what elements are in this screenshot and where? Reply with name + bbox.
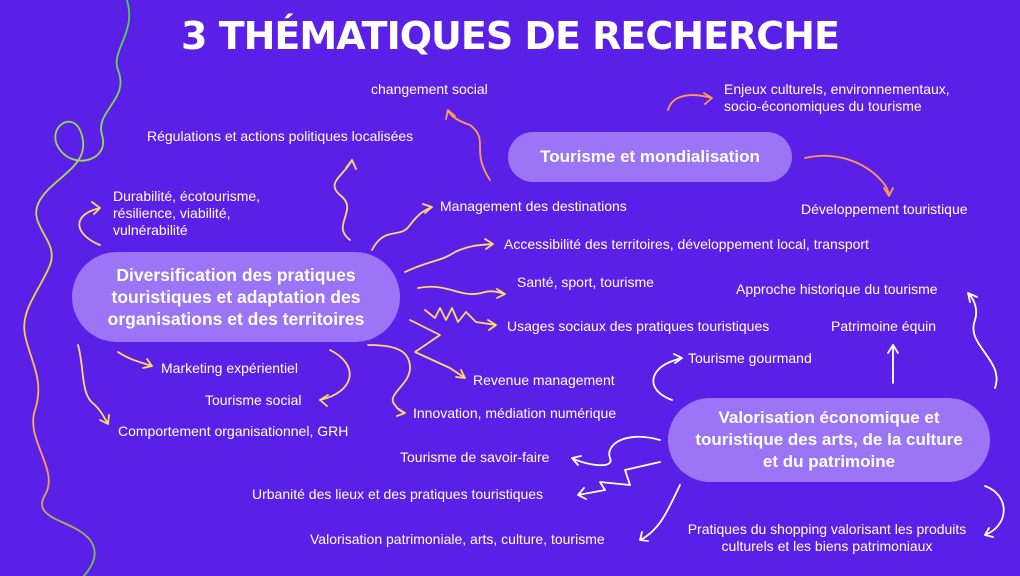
arrow-to-accessibilite xyxy=(404,238,494,273)
topic-innovation: Innovation, médiation numérique xyxy=(413,405,617,421)
arrow-to-regulations xyxy=(333,159,357,241)
topic-enjeux: Enjeux culturels, environnementaux, soci… xyxy=(724,81,950,114)
arrow-to-durabilite xyxy=(78,201,101,246)
arrow-to-innovation xyxy=(367,344,411,417)
arrow-to-gourmand xyxy=(652,353,683,401)
theme-diversification: Diversification des pratiques touristiqu… xyxy=(72,252,400,342)
topic-approche: Approche historique du tourisme xyxy=(736,281,938,297)
squiggle-decoration xyxy=(23,0,131,576)
arrow-to-usages xyxy=(424,307,497,331)
arrow-to-revenue xyxy=(409,319,466,379)
theme-mondialisation-label: Tourisme et mondialisation xyxy=(540,147,760,166)
arrow-to-sante xyxy=(417,285,506,299)
arrow-to-shopping xyxy=(984,485,1005,538)
topic-durabilite: Durabilité, écotourisme, résilience, via… xyxy=(113,188,261,238)
arrow-to-urbanite xyxy=(577,461,661,500)
arrow-to-marketing xyxy=(117,351,153,369)
topic-comportement: Comportement organisationnel, GRH xyxy=(118,423,349,439)
theme-diversification-label: Diversification des pratiques touristiqu… xyxy=(107,265,365,329)
topic-changement-social: changement social xyxy=(371,81,488,97)
topic-sante: Santé, sport, tourisme xyxy=(517,274,654,290)
topic-management: Management des destinations xyxy=(440,198,627,214)
theme-mondialisation: Tourisme et mondialisation xyxy=(508,132,792,182)
topic-tourisme-social: Tourisme social xyxy=(205,392,302,408)
topic-accessibilite: Accessibilité des territoires, développe… xyxy=(504,236,869,252)
arrow-to-enjeux xyxy=(667,92,713,111)
theme-valorisation: Valorisation économique et touristique d… xyxy=(668,398,990,482)
topic-regulations: Régulations et actions politiques locali… xyxy=(147,128,414,144)
topic-savoir-faire: Tourisme de savoir-faire xyxy=(400,449,550,465)
topic-developpement: Développement touristique xyxy=(801,201,968,217)
arrow-to-valorisation-patrimoniale xyxy=(639,484,681,542)
topic-urbanite: Urbanité des lieux et des pratiques tour… xyxy=(252,486,544,502)
arrow-to-patrimoine-equin xyxy=(887,344,899,384)
topic-gourmand: Tourisme gourmand xyxy=(688,350,812,366)
arrow-to-tourisme-social xyxy=(319,349,351,407)
topic-usages: Usages sociaux des pratiques touristique… xyxy=(507,318,770,334)
topic-shopping: Pratiques du shopping valorisant les pro… xyxy=(687,521,967,554)
topic-valorisation-patrimoniale: Valorisation patrimoniale, arts, culture… xyxy=(310,531,605,547)
arrow-to-approche xyxy=(967,292,998,389)
topic-marketing: Marketing expérientiel xyxy=(161,360,298,376)
arrow-to-savoir-faire xyxy=(571,435,661,467)
arrow-to-comportement xyxy=(77,344,110,425)
topic-patrimoine-equin: Patrimoine équin xyxy=(831,318,937,334)
page-title: 3 THÉMATIQUES DE RECHERCHE xyxy=(181,14,840,58)
arrow-to-developpement xyxy=(804,154,894,197)
arrow-to-management xyxy=(371,203,433,251)
topic-revenue: Revenue management xyxy=(473,372,615,388)
arrow-to-changement-social xyxy=(445,109,491,181)
theme-valorisation-label: Valorisation économique et touristique d… xyxy=(695,408,963,471)
